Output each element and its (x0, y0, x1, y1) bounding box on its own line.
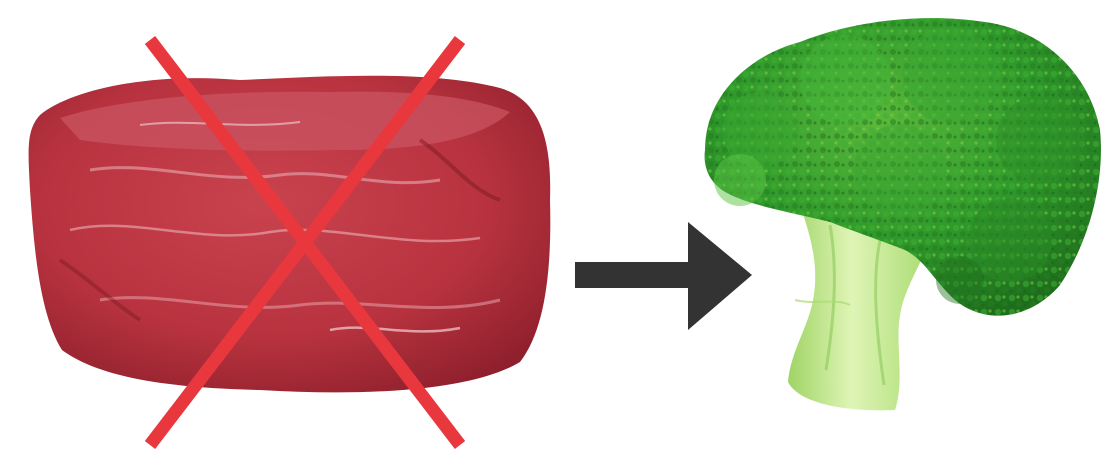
right-arrow-icon (575, 222, 752, 330)
raw-meat-image (29, 76, 551, 393)
broccoli-image (705, 18, 1101, 410)
